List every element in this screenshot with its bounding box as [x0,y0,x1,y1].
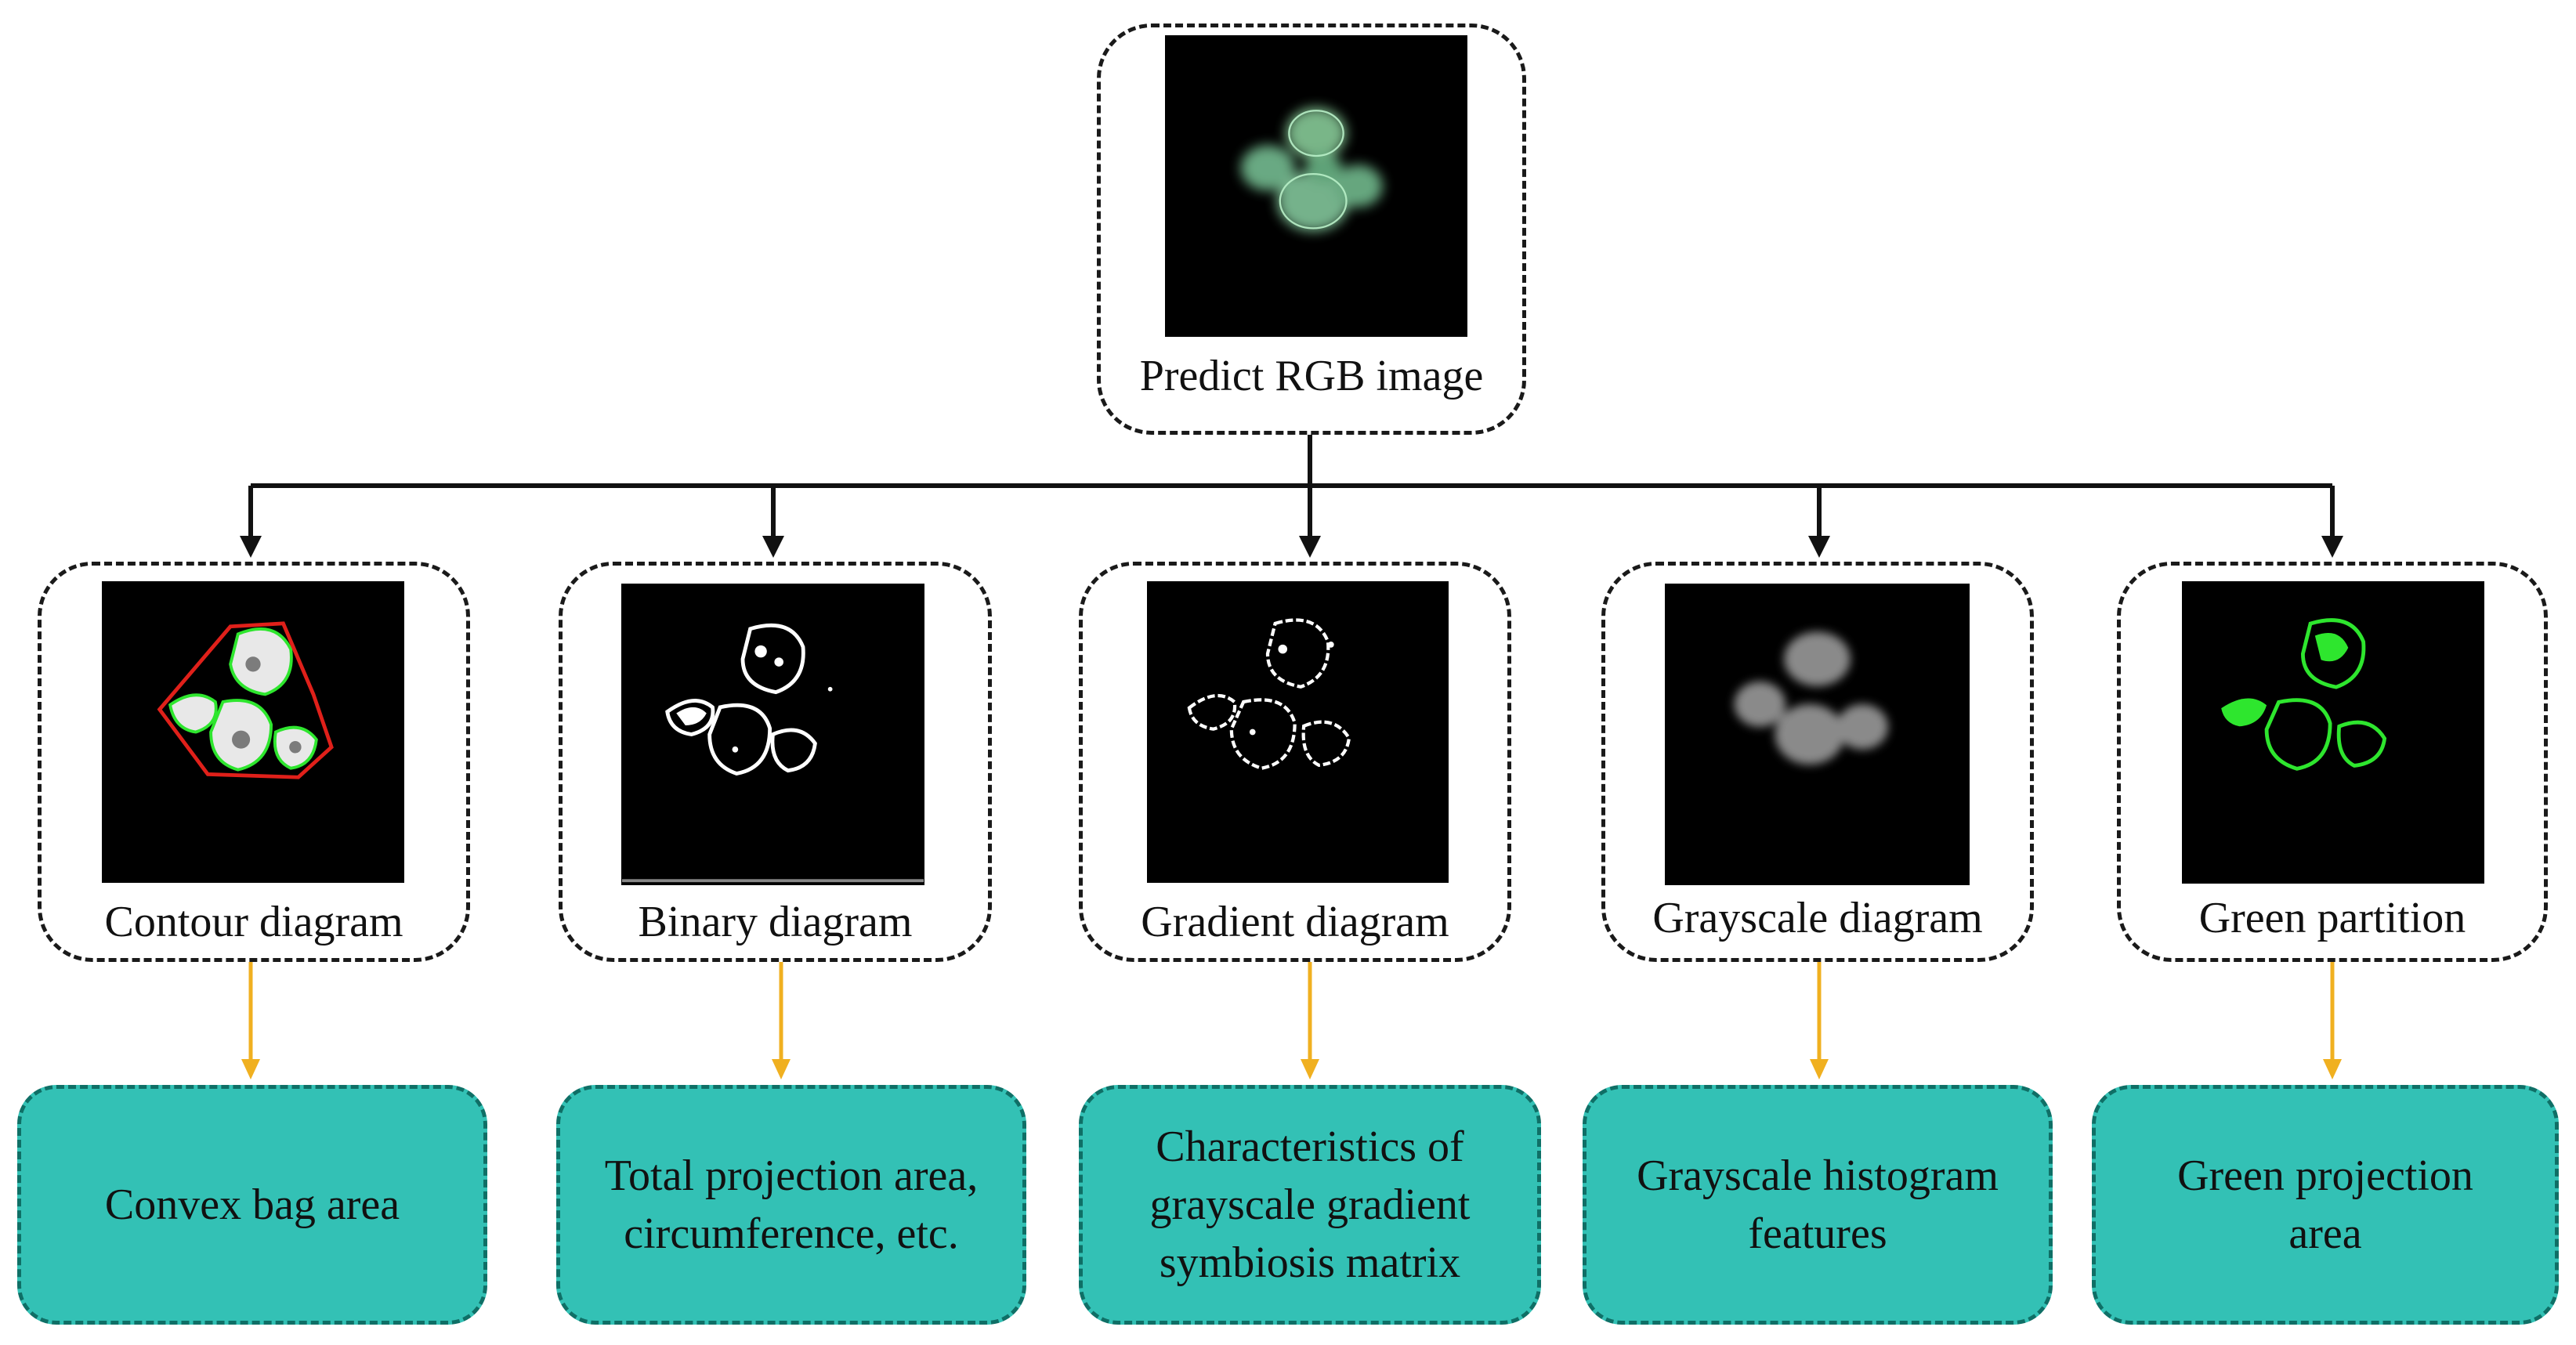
green-partition-image [2182,581,2484,884]
predict-rgb-image [1165,35,1467,337]
binary-caption: Binary diagram [638,898,913,946]
feature-gradient-symbiosis-matrix: Characteristics of grayscale gradient sy… [1079,1085,1541,1325]
binary-image [621,584,924,885]
feature-green-projection-area: Green projection area [2092,1085,2559,1325]
gradient-caption: Gradient diagram [1141,898,1449,946]
arrow-to-green [2321,486,2343,558]
grayscale-caption: Grayscale diagram [1652,894,1983,942]
arrow-feature-4 [1810,962,1829,1079]
feature-text-4: Grayscale histogram features [1637,1152,1999,1258]
arrow-feature-1 [241,962,260,1079]
feature-convex-bag-area: Convex bag area [17,1085,487,1325]
contour-caption: Contour diagram [104,898,403,946]
source-caption: Predict RGB image [1139,352,1484,400]
feature-total-projection-area: Total projection area, circumference, et… [556,1085,1026,1325]
arrow-to-gradient [1299,486,1321,558]
feature-text-3: Characteristics of grayscale gradient sy… [1149,1123,1471,1287]
arrow-to-grayscale [1808,486,1830,558]
green-partition-caption: Green partition [2198,894,2466,942]
gradient-image [1147,581,1449,883]
arrow-feature-2 [772,962,791,1079]
arrow-feature-5 [2323,962,2342,1079]
grayscale-image [1665,584,1970,885]
feature-text-1: Convex bag area [104,1180,400,1229]
feature-text-5: Green projection area [2177,1152,2473,1258]
feature-text-2: Total projection area, circumference, et… [604,1152,979,1258]
arrow-to-contour [240,486,262,558]
arrow-to-binary [762,486,784,558]
feature-grayscale-histogram: Grayscale histogram features [1583,1085,2053,1325]
arrow-feature-3 [1301,962,1319,1079]
contour-image [102,581,404,883]
